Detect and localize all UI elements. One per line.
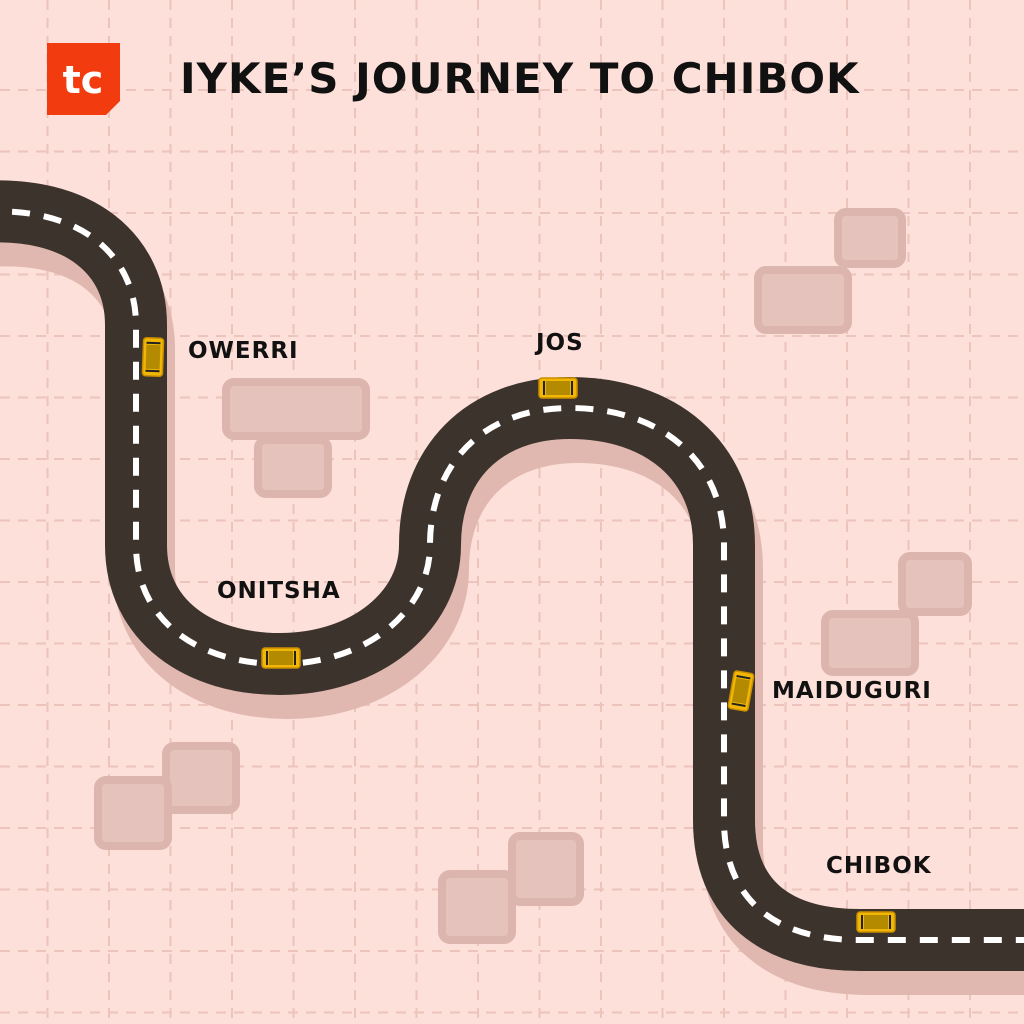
- decorative-blocks: [94, 208, 972, 944]
- svg-text:tc: tc: [63, 58, 104, 102]
- block: [438, 870, 516, 944]
- block: [754, 266, 852, 334]
- block: [254, 436, 332, 498]
- block: [834, 208, 906, 268]
- stop-label-maiduguri: MAIDUGURI: [772, 678, 932, 704]
- page-title: IYKE’S JOURNEY TO CHIBOK: [180, 54, 860, 103]
- block: [898, 552, 972, 616]
- block: [94, 776, 172, 850]
- taxi-car-icon: [856, 911, 896, 933]
- stop-label-jos: JOS: [536, 330, 584, 356]
- stop-label-onitsha: ONITSHA: [217, 578, 341, 604]
- block: [222, 378, 370, 440]
- stop-label-chibok: CHIBOK: [826, 853, 932, 879]
- lane-markings: [0, 208, 1024, 943]
- tc-logo: tc: [47, 43, 120, 115]
- taxi-car-icon: [141, 337, 165, 377]
- block: [821, 610, 919, 676]
- stop-label-owerri: OWERRI: [188, 338, 299, 364]
- taxi-car-icon: [538, 377, 578, 399]
- block: [508, 832, 584, 906]
- block: [162, 742, 240, 814]
- taxi-car-icon: [727, 670, 755, 712]
- taxi-car-icon: [261, 647, 301, 669]
